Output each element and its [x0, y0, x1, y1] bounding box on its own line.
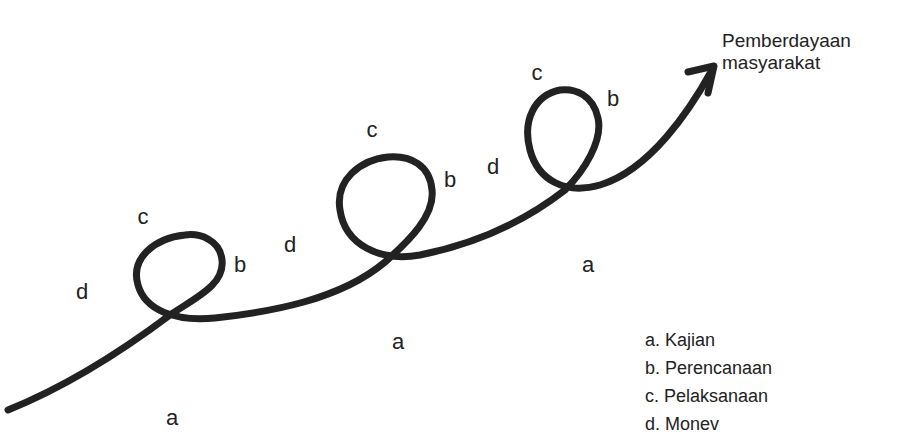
step-letter: b — [607, 86, 619, 111]
legend-item: a. Kajian — [645, 330, 715, 351]
step-letter: c — [138, 204, 149, 229]
spiral-line — [8, 70, 712, 410]
step-letter: a — [582, 252, 594, 277]
step-letter: b — [234, 252, 246, 277]
arrow-head — [688, 66, 714, 93]
end-label: Pemberdayaan masyarakat — [722, 30, 872, 74]
step-letter: c — [532, 60, 543, 85]
step-letter: d — [284, 232, 296, 257]
step-letter: d — [76, 279, 88, 304]
step-letter: d — [487, 154, 499, 179]
step-letter: c — [367, 117, 378, 142]
legend-item: d. Monev — [645, 414, 719, 435]
step-letter: a — [166, 405, 178, 430]
step-letter: a — [392, 329, 404, 354]
step-letter: b — [444, 167, 456, 192]
legend-item: b. Perencanaan — [645, 358, 772, 379]
legend-item: c. Pelaksanaan — [645, 386, 768, 407]
